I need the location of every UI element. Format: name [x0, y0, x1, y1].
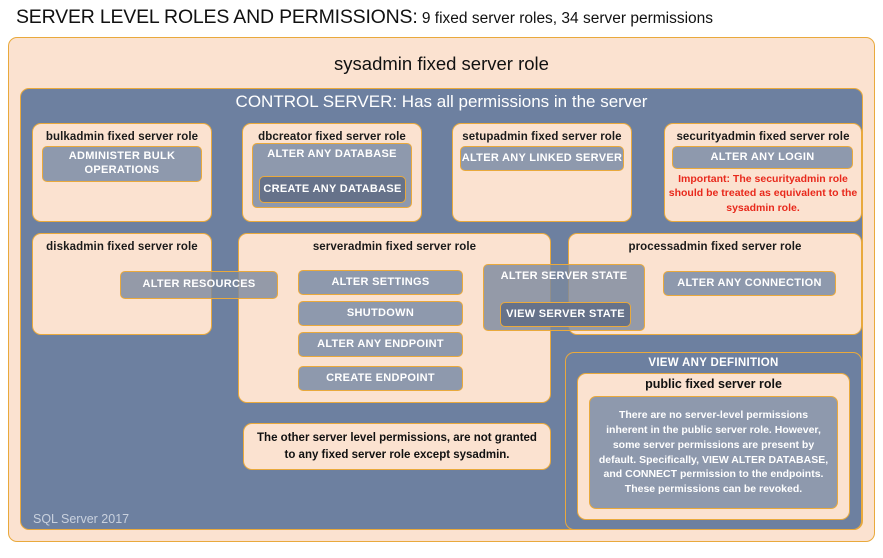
processadmin-role-label: processadmin fixed server role — [628, 241, 802, 253]
page-title-sub: 9 fixed server roles, 34 server permissi… — [417, 10, 714, 27]
dbcreator-role-label: dbcreator fixed server role — [258, 131, 406, 143]
page-title: SERVER LEVEL ROLES AND PERMISSIONS: 9 fi… — [16, 6, 866, 32]
public-role-note: There are no server-level permissions in… — [589, 396, 838, 509]
permission-view-any-definition: VIEW ANY DEFINITION — [648, 357, 779, 369]
setupadmin-role-label: setupadmin fixed server role — [462, 131, 622, 143]
securityadmin-role-label: securityadmin fixed server role — [676, 131, 850, 143]
permission-create-endpoint: CREATE ENDPOINT — [298, 366, 463, 391]
other-permissions-note: The other server level permissions, are … — [243, 423, 551, 470]
public-role-label: public fixed server role — [645, 377, 782, 391]
permission-administer-bulk-operations: ADMINISTER BULK OPERATIONS — [42, 146, 202, 182]
bulkadmin-role-label: bulkadmin fixed server role — [45, 131, 199, 143]
securityadmin-role-panel: securityadmin fixed server role — [664, 123, 862, 222]
permission-alter-settings: ALTER SETTINGS — [298, 270, 463, 295]
serveradmin-role-label: serveradmin fixed server role — [312, 241, 477, 253]
permission-view-server-state: VIEW SERVER STATE — [500, 302, 631, 327]
footer-version-label: SQL Server 2017 — [33, 512, 130, 526]
permission-alter-resources: ALTER RESOURCES — [120, 271, 278, 299]
permission-create-any-database: CREATE ANY DATABASE — [259, 176, 406, 203]
securityadmin-warning-text: Important: The securityadmin role should… — [668, 173, 858, 214]
setupadmin-role-panel: setupadmin fixed server role — [452, 123, 632, 222]
permission-alter-any-connection: ALTER ANY CONNECTION — [663, 271, 836, 296]
permission-alter-any-linked-server: ALTER ANY LINKED SERVER — [460, 146, 624, 171]
permission-alter-any-endpoint: ALTER ANY ENDPOINT — [298, 332, 463, 357]
control-server-label: CONTROL SERVER: Has all permissions in t… — [235, 92, 648, 111]
diskadmin-role-label: diskadmin fixed server role — [46, 241, 198, 253]
permission-shutdown: SHUTDOWN — [298, 301, 463, 326]
page-title-main: SERVER LEVEL ROLES AND PERMISSIONS: — [16, 6, 418, 28]
permission-alter-any-login: ALTER ANY LOGIN — [672, 146, 853, 169]
sysadmin-role-label: sysadmin fixed server role — [334, 53, 549, 74]
